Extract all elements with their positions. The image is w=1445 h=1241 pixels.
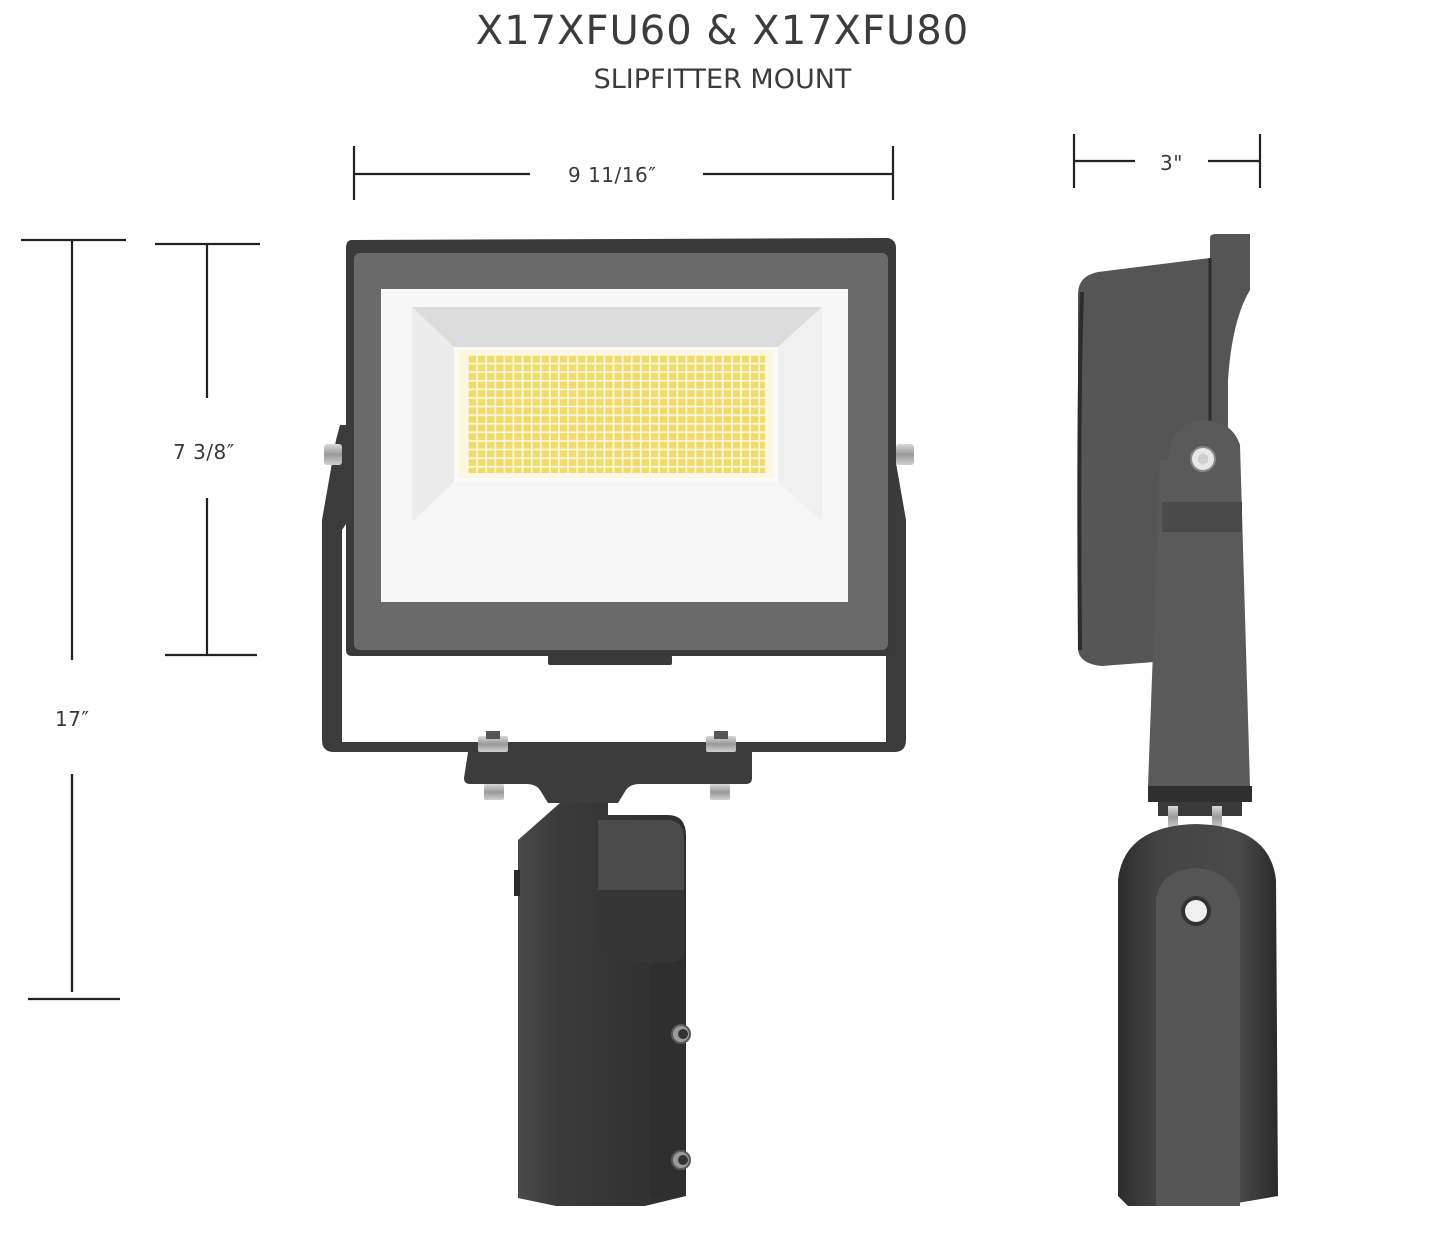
slipfitter-bolt bbox=[1185, 900, 1207, 922]
stud-bottom-left bbox=[484, 784, 504, 800]
bolt-top-left bbox=[478, 736, 508, 752]
side-view-fixture bbox=[1077, 234, 1278, 1206]
width-dimension-label: 9 11/16″ bbox=[568, 163, 657, 187]
right-knob bbox=[896, 444, 914, 465]
mount-subtitle: SLIPFITTER MOUNT bbox=[593, 64, 852, 95]
mounting-plate bbox=[464, 752, 752, 803]
led-array bbox=[468, 355, 765, 473]
side-arm bbox=[1148, 420, 1250, 786]
stud-bottom-right bbox=[710, 784, 730, 800]
front-view-fixture bbox=[322, 238, 914, 1206]
dimension-lines bbox=[21, 134, 1262, 1001]
overall-height-dimension-label: 17″ bbox=[55, 707, 90, 731]
bolt-top-right bbox=[706, 736, 736, 752]
bottom-tab bbox=[548, 655, 672, 665]
depth-dimension-label: 3" bbox=[1160, 151, 1183, 175]
product-title: X17XFU60 & X17XFU80 bbox=[475, 8, 970, 54]
left-knob bbox=[324, 444, 342, 465]
head-height-dimension-label: 7 3/8″ bbox=[173, 440, 235, 464]
